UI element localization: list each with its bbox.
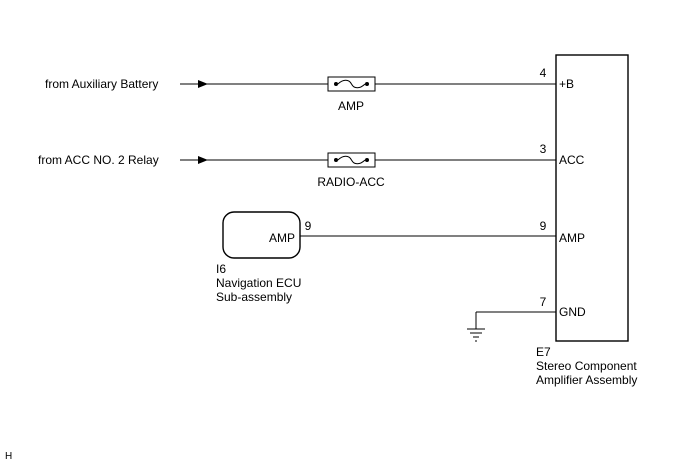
amp-terminal-gnd: GND [559, 305, 586, 319]
nav-ecu-terminal-amp: AMP [269, 231, 295, 245]
amp-pin-4: 4 [540, 66, 547, 80]
fuse-amp-label: AMP [338, 99, 364, 113]
amp-terminal-plus-b: +B [559, 77, 574, 91]
amp-pin-3: 3 [540, 142, 547, 156]
corner-mark: H [5, 451, 12, 462]
amplifier-name-line2: Amplifier Assembly [536, 373, 637, 387]
nav-ecu-code: I6 [216, 262, 226, 276]
amplifier-code: E7 [536, 345, 551, 359]
amp-pin-7: 7 [540, 295, 547, 309]
fuse-radio-acc-label: RADIO-ACC [317, 175, 385, 189]
amplifier-name-line1: Stereo Component [536, 359, 637, 373]
source-aux-battery-label: from Auxiliary Battery [45, 77, 158, 91]
fuse-icon [327, 76, 376, 92]
amp-pin-9: 9 [540, 219, 547, 233]
navigation-ecu-box [222, 211, 301, 259]
amplifier-assembly-box [555, 54, 629, 342]
fuse-icon [327, 152, 376, 168]
amp-terminal-acc: ACC [559, 153, 585, 167]
amp-terminal-amp: AMP [559, 231, 585, 245]
source-acc-relay-label: from ACC NO. 2 Relay [38, 153, 159, 167]
nav-ecu-name-line2: Sub-assembly [216, 290, 292, 304]
nav-ecu-name-line1: Navigation ECU [216, 276, 301, 290]
ground-icon [467, 328, 485, 342]
nav-ecu-pin-9: 9 [305, 219, 312, 233]
